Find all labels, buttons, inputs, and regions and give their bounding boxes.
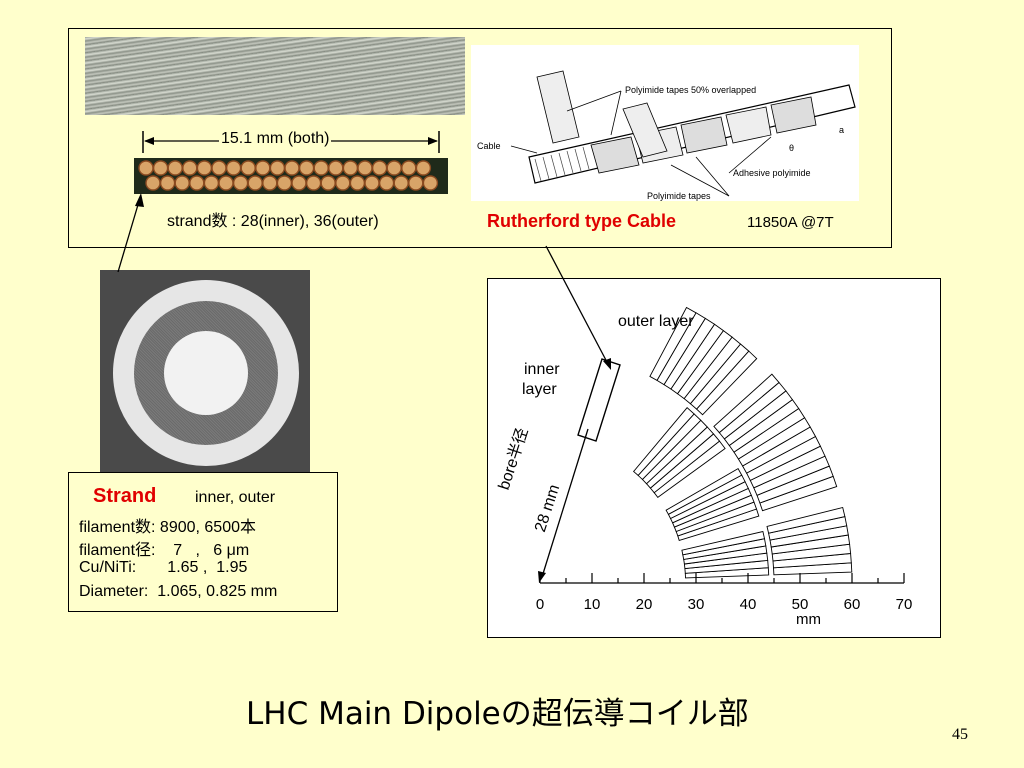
cable-strand: [408, 175, 424, 191]
coil-turn: [713, 373, 780, 434]
cable-strand: [247, 175, 263, 191]
x-axis-tick-label: 0: [536, 596, 544, 613]
slide-title: LHC Main Dipoleの超伝導コイル部: [246, 696, 749, 732]
coil-turn: [632, 407, 695, 477]
strand-photo: [100, 270, 310, 472]
strand-title: Strand: [93, 485, 157, 507]
cable-strand: [218, 175, 234, 191]
axis-unit-label: mm: [796, 611, 821, 628]
cable-strand: [415, 160, 432, 176]
highlighted-cable: [577, 358, 621, 442]
cable-strand: [298, 160, 315, 176]
label-polyimide-tapes: Polyimide tapes: [647, 191, 711, 201]
current-rating: 11850A @7T: [747, 214, 834, 231]
cable-strand: [174, 175, 190, 191]
cable-strand: [196, 160, 213, 176]
outer-layer-label: outer layer: [618, 313, 694, 330]
cable-strand: [335, 175, 351, 191]
x-axis-tick-label: 50: [792, 596, 809, 613]
inner-layer-label-line2: layer: [522, 381, 557, 398]
cable-strand: [269, 160, 286, 176]
x-axis-tick-label: 40: [740, 596, 757, 613]
label-adhesive: Adhesive polyimide: [733, 168, 811, 178]
cable-strand: [305, 175, 322, 191]
cable-strand: [342, 160, 359, 176]
arrow-strand-to-cable: [117, 193, 144, 273]
cable-strand: [378, 175, 395, 191]
inner-layer-label-line1: inner: [524, 361, 560, 378]
cable-cross-section: [134, 158, 448, 194]
cable-strand: [138, 160, 154, 176]
bore-radius-arrow: [538, 428, 589, 583]
label-polyimide-overlap: Polyimide tapes 50% overlapped: [625, 85, 756, 95]
cable-strand: [422, 175, 439, 191]
cable-strand: [328, 160, 344, 176]
cable-strand: [189, 175, 205, 191]
coil-turn: [681, 530, 766, 556]
label-a: a: [839, 125, 844, 135]
cable-strand: [349, 175, 366, 191]
cable-strand: [371, 160, 388, 176]
cable-strand: [364, 175, 380, 191]
coil-turn: [665, 467, 743, 515]
cable-strand: [401, 160, 417, 176]
cable-strand: [182, 160, 198, 176]
cable-panel: 15.1 mm (both) strand数 : 28(inner), 36(o…: [68, 28, 892, 248]
cable-strand: [357, 160, 373, 176]
cable-strand: [276, 175, 293, 191]
cable-strand: [284, 160, 300, 176]
cable-tape-diagram: Polyimide tapes 50% overlapped Cable Adh…: [471, 45, 859, 201]
cable-strand: [262, 175, 278, 191]
strand-row-filament-diameter: filament径: 7 , 6 μm: [79, 542, 250, 559]
cable-strand: [203, 175, 220, 191]
strand-row-diameter: Diameter: 1.065, 0.825 mm: [79, 583, 278, 600]
x-axis-tick-label: 30: [688, 596, 705, 613]
cable-strand: [386, 160, 402, 176]
cable-tape-drawing: Polyimide tapes 50% overlapped Cable Adh…: [477, 70, 856, 201]
strand-header-values: inner, outer: [195, 489, 276, 506]
cable-strand: [225, 160, 242, 176]
cable-strand: [167, 160, 183, 176]
cable-strand: [313, 160, 329, 176]
x-axis-tick-label: 20: [636, 596, 653, 613]
x-axis-tick-label: 10: [584, 596, 601, 613]
cable-title: Rutherford type Cable: [487, 211, 677, 231]
coil-blocks: [632, 306, 853, 579]
label-cable: Cable: [477, 141, 501, 151]
cable-strand: [291, 175, 307, 191]
cable-strand: [393, 175, 409, 191]
strand-row-cu-niti: Cu/NiTi: 1.65 , 1.95: [79, 559, 248, 576]
strand-row-filament-count: filament数: 8900, 6500本: [79, 519, 256, 536]
arrow-cable-to-coil: [545, 245, 611, 370]
cable-strand: [152, 160, 169, 176]
cable-strand: [159, 175, 176, 191]
x-axis-tick-labels: 0 10 20 30 40 50 60 70: [536, 596, 913, 613]
cable-strand: [320, 175, 336, 191]
strand-count-text: strand数 : 28(inner), 36(outer): [167, 213, 379, 230]
cable-photo: [85, 37, 465, 115]
x-axis-tick-label: 60: [844, 596, 861, 613]
cable-strand: [211, 160, 227, 176]
x-axis-tick-label: 70: [896, 596, 913, 613]
dimension-label: 15.1 mm (both): [219, 130, 332, 148]
cable-strand: [240, 160, 256, 176]
coil-turn: [649, 306, 697, 382]
cable-strand: [255, 160, 271, 176]
coil-drawing: 0 10 20 30 40 50 60 70: [536, 306, 913, 613]
strand-copper-core: [164, 331, 248, 415]
cable-strand: [232, 175, 249, 191]
coil-turn: [766, 506, 846, 534]
page-number: 45: [952, 726, 968, 743]
label-theta: θ: [789, 143, 794, 153]
strand-info-box: Strand inner, outer filament数: 8900, 650…: [68, 472, 338, 612]
cable-strand: [145, 175, 161, 191]
